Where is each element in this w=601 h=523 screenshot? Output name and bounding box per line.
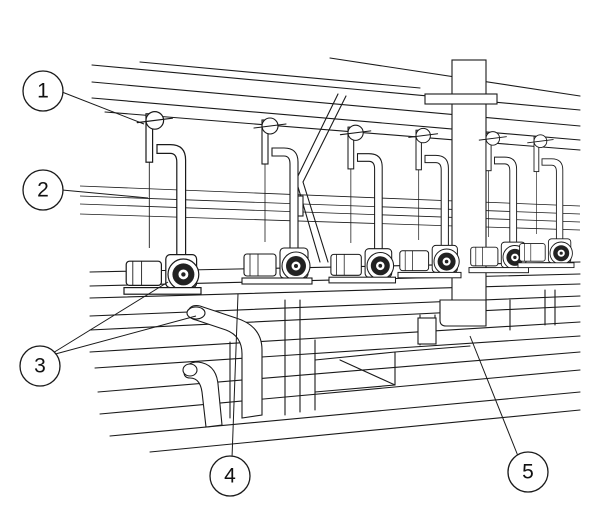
- pump-6: [517, 134, 575, 269]
- callout-3: 3: [19, 345, 61, 387]
- callout-5-label: 5: [522, 461, 534, 484]
- callout-leaders: [47, 91, 519, 459]
- diagonal-strut: [295, 93, 347, 263]
- callout-2-label: 2: [37, 179, 49, 202]
- leader-3b: [47, 315, 197, 357]
- pump-1: [123, 110, 202, 295]
- callout-3-label: 3: [34, 355, 46, 378]
- leader-5: [469, 335, 519, 457]
- leader-3a: [47, 281, 169, 357]
- callout-5: 5: [507, 451, 549, 493]
- callout-4: 4: [209, 455, 251, 497]
- suction-pipes: [182, 305, 263, 428]
- callout-1: 1: [22, 70, 64, 112]
- leader-1: [61, 91, 145, 125]
- callout-4-label: 4: [224, 465, 236, 488]
- pump-3: [328, 124, 397, 284]
- callout-1-label: 1: [37, 80, 49, 103]
- leader-2: [61, 189, 149, 199]
- callout-2: 2: [22, 169, 64, 211]
- vertical-main-pipe: [417, 59, 498, 345]
- leader-4: [231, 293, 239, 459]
